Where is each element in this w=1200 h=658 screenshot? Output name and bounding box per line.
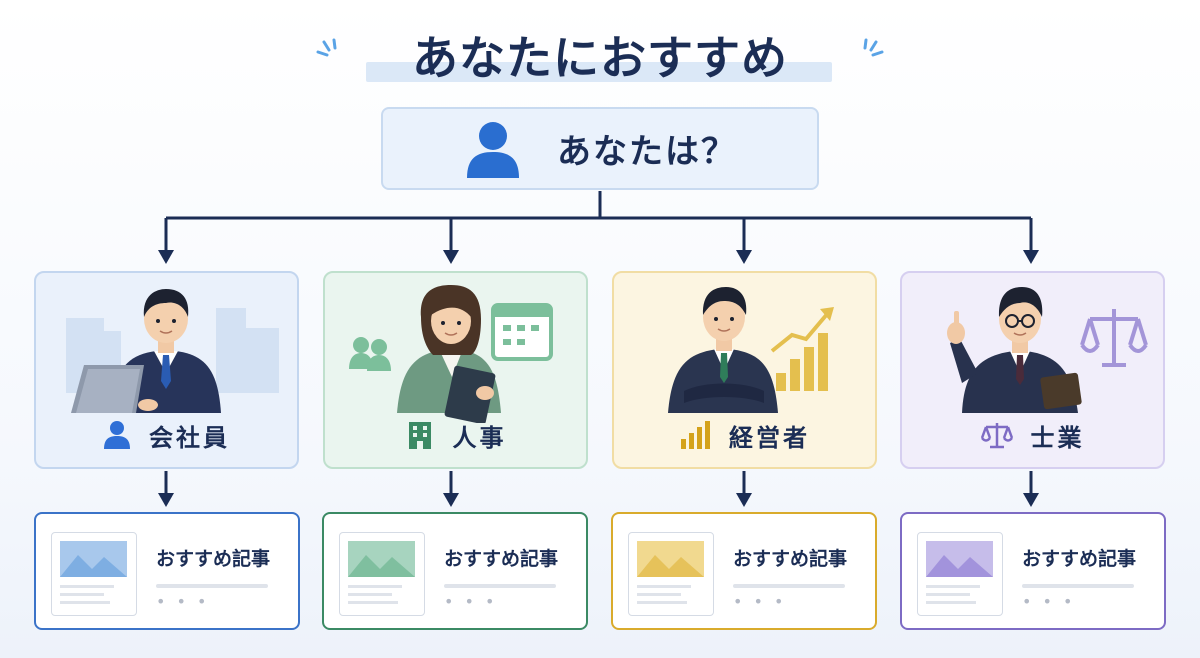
root-question-box: あなたは？ [381, 107, 819, 190]
article-text-line [733, 584, 845, 588]
article-thumbnail [628, 532, 714, 616]
article-thumbnail [917, 532, 1003, 616]
article-title: おすすめ記事 [1022, 548, 1137, 570]
more-dots: • • • [733, 592, 787, 611]
category-card-professional[interactable]: 士業 [900, 271, 1165, 469]
article-text-line [1022, 584, 1134, 588]
category-label: 士業 [1030, 423, 1085, 452]
hr-staff-illustration [349, 285, 553, 423]
person-icon [467, 121, 519, 178]
title-block: あなたにおすすめ [300, 10, 900, 90]
sparkle-right-icon [863, 38, 884, 57]
article-card-executive[interactable]: おすすめ記事 • • • [611, 512, 877, 630]
building-icon [408, 422, 431, 449]
category-card-executive[interactable]: 経営者 [612, 271, 877, 469]
image-placeholder-icon [926, 541, 993, 604]
article-card-hr[interactable]: おすすめ記事 • • • [322, 512, 588, 630]
professional-illustration [947, 287, 1148, 413]
category-card-company-employee[interactable]: 会社員 [34, 271, 299, 469]
article-text-line [444, 584, 556, 588]
person-icon [104, 421, 130, 449]
scales-icon [980, 423, 1013, 449]
category-card-hr[interactable]: 人事 [323, 271, 588, 469]
sparkle-left-icon [316, 38, 337, 57]
article-title: おすすめ記事 [444, 548, 559, 570]
category-label: 経営者 [729, 423, 810, 452]
article-thumbnail [339, 532, 425, 616]
bar-chart-icon [681, 421, 710, 449]
article-title: おすすめ記事 [156, 548, 271, 570]
category-label: 会社員 [149, 423, 230, 452]
page-title: あなたにおすすめ [412, 31, 788, 85]
more-dots: • • • [156, 592, 210, 611]
image-placeholder-icon [60, 541, 127, 604]
more-dots: • • • [1022, 592, 1076, 611]
image-placeholder-icon [637, 541, 704, 604]
article-title: おすすめ記事 [733, 548, 848, 570]
more-dots: • • • [444, 592, 498, 611]
root-question-label: あなたは？ [557, 132, 737, 172]
article-thumbnail [51, 532, 137, 616]
category-label: 人事 [452, 423, 507, 452]
article-card-company-employee[interactable]: おすすめ記事 • • • [34, 512, 300, 630]
image-placeholder-icon [348, 541, 415, 604]
title-underline [366, 62, 832, 82]
article-card-professional[interactable]: おすすめ記事 • • • [900, 512, 1166, 630]
office-worker-illustration [66, 289, 279, 413]
executive-illustration [668, 287, 834, 413]
article-text-line [156, 584, 268, 588]
